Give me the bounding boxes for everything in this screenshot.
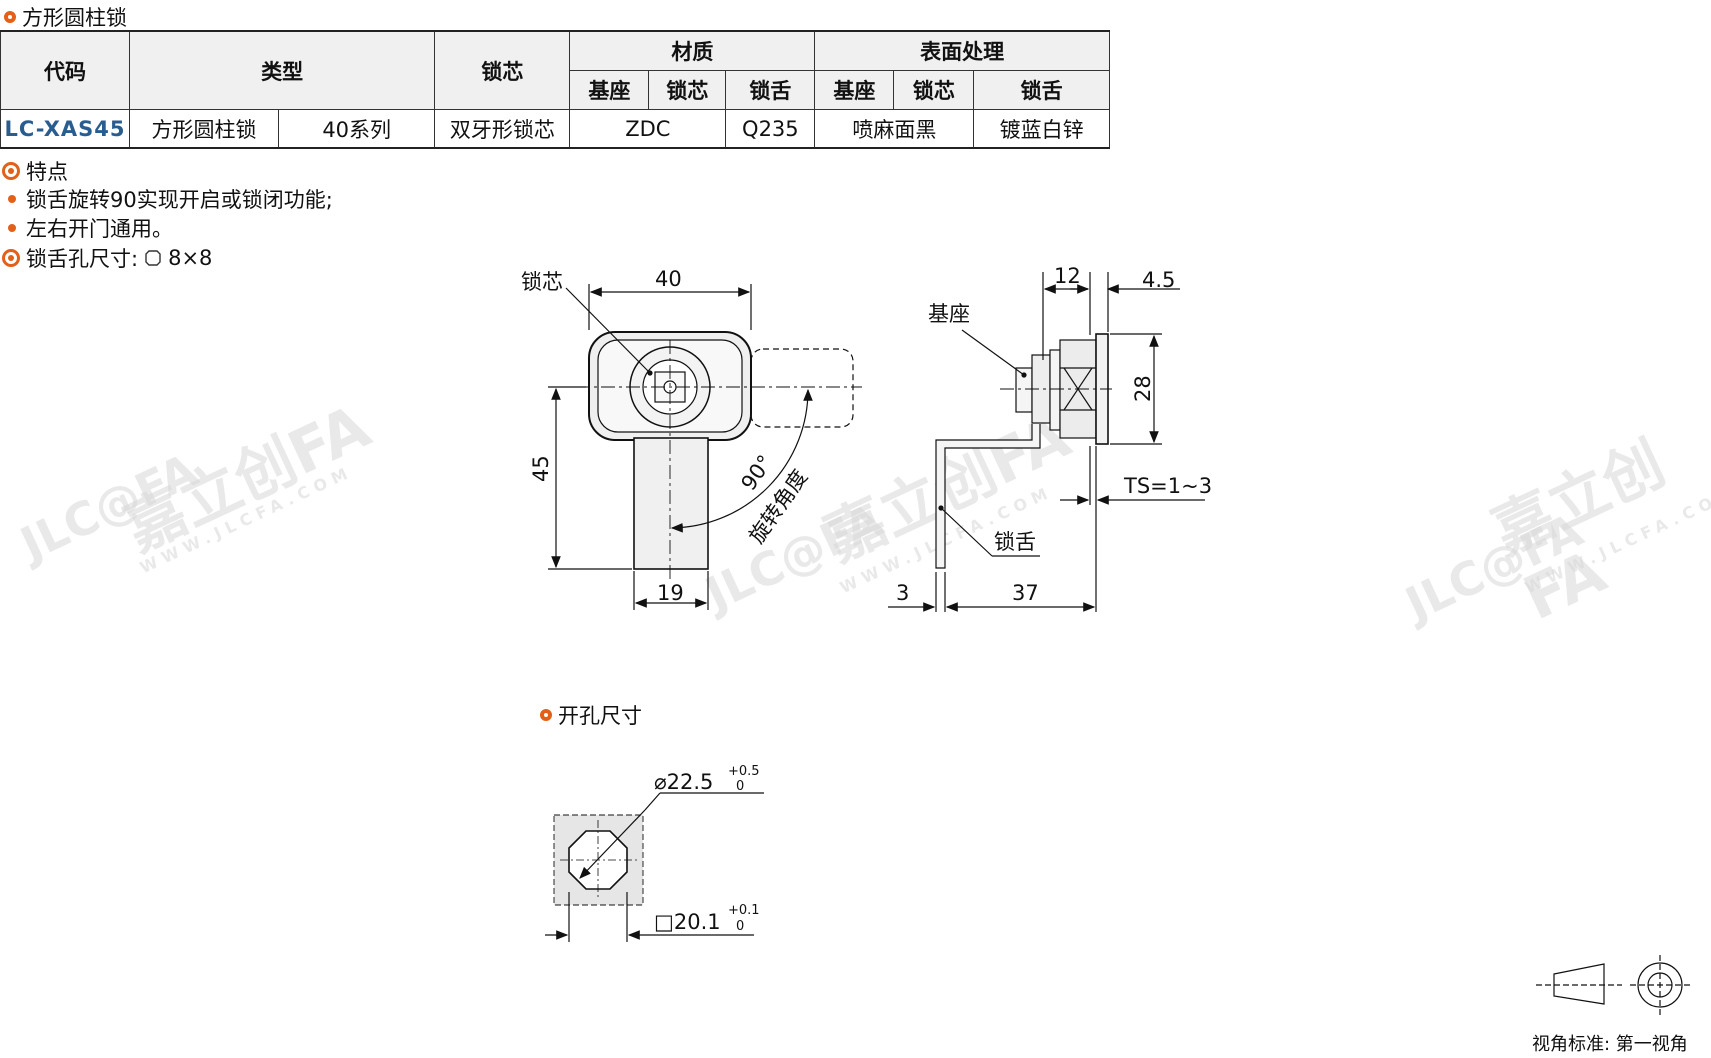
features-heading: 特点	[2, 156, 68, 186]
dim-3: 3	[896, 581, 909, 605]
dim-12: 12	[1054, 264, 1081, 288]
cell-type: 方形圆柱锁	[129, 109, 279, 149]
table-row: LC-XAS45 方形圆柱锁 40系列 双牙形锁芯 ZDC Q235 喷麻面黑 …	[0, 109, 1110, 149]
features-heading-text: 特点	[26, 160, 68, 184]
target-icon	[2, 249, 20, 267]
th-surface: 表面处理	[814, 30, 1110, 71]
label-core: 锁芯	[521, 270, 563, 294]
th-type: 类型	[128, 30, 436, 110]
th-sub-base2: 基座	[814, 70, 895, 110]
dim-19: 19	[657, 581, 684, 605]
cell-surface-tongue: 镀蓝白锌	[973, 109, 1110, 149]
cutout-heading: 开孔尺寸	[540, 700, 642, 730]
section-ring-icon	[540, 709, 552, 721]
cell-series: 40系列	[277, 109, 436, 149]
cutout-heading-text: 开孔尺寸	[558, 704, 642, 728]
title-text: 方形圆柱锁	[22, 6, 127, 30]
cell-core: 双牙形锁芯	[434, 109, 571, 149]
bullet-dot-icon	[8, 195, 16, 203]
list-item: 左右开门通用。	[8, 213, 173, 243]
page-title: 方形圆柱锁	[4, 2, 127, 32]
th-sub-core2: 锁芯	[893, 70, 975, 110]
angle-90: 90°	[736, 451, 777, 495]
dim-4-5: 4.5	[1142, 268, 1175, 292]
sq-tol-lower: 0	[736, 919, 744, 934]
th-sub-tongue: 锁舌	[725, 70, 816, 110]
target-icon	[2, 162, 20, 180]
hole-size: 锁舌孔尺寸: 8×8	[2, 243, 212, 273]
dim-37: 37	[1012, 581, 1039, 605]
cell-material-tongue: Q235	[725, 109, 816, 149]
dim-ts: TS=1~3	[1123, 474, 1212, 498]
dia-tol-upper: +0.5	[728, 764, 760, 779]
front-view	[548, 284, 862, 610]
th-sub-tongue2: 锁舌	[973, 70, 1110, 110]
th-sub-core: 锁芯	[648, 70, 727, 110]
dim-28: 28	[1131, 375, 1155, 402]
th-code: 代码	[0, 30, 130, 110]
cutout-dia: ⌀22.5	[654, 770, 713, 794]
dim-40: 40	[655, 267, 682, 291]
sq-tol-upper: +0.1	[728, 903, 760, 918]
spec-table: 代码 类型 锁芯 材质 表面处理 基座 锁芯 锁舌 基座 锁芯 锁舌 LC-XA…	[0, 30, 1110, 149]
square-hole-icon	[145, 250, 161, 266]
th-material: 材质	[569, 30, 816, 71]
dim-45: 45	[529, 455, 553, 482]
bullet-dot-icon	[8, 224, 16, 232]
list-item: 锁舌旋转90实现开启或锁闭功能;	[8, 184, 333, 214]
section-ring-icon	[4, 11, 16, 23]
hole-value: 8×8	[168, 246, 213, 270]
feature-text-1: 锁舌旋转90实现开启或锁闭功能;	[26, 188, 333, 212]
cutout-drawing	[545, 792, 764, 942]
feature-text-2: 左右开门通用。	[26, 217, 173, 241]
dia-tol-lower: 0	[736, 779, 744, 794]
side-view	[888, 272, 1205, 612]
view-standard: 视角标准: 第一视角	[1532, 1034, 1688, 1055]
hole-label: 锁舌孔尺寸:	[26, 247, 139, 271]
cutout-square: □20.1	[654, 910, 721, 934]
label-tongue: 锁舌	[994, 530, 1036, 554]
cell-surface-base: 喷麻面黑	[814, 109, 975, 149]
th-core: 锁芯	[434, 30, 571, 110]
label-base: 基座	[928, 302, 970, 326]
first-angle-symbol-icon	[1536, 955, 1690, 1015]
